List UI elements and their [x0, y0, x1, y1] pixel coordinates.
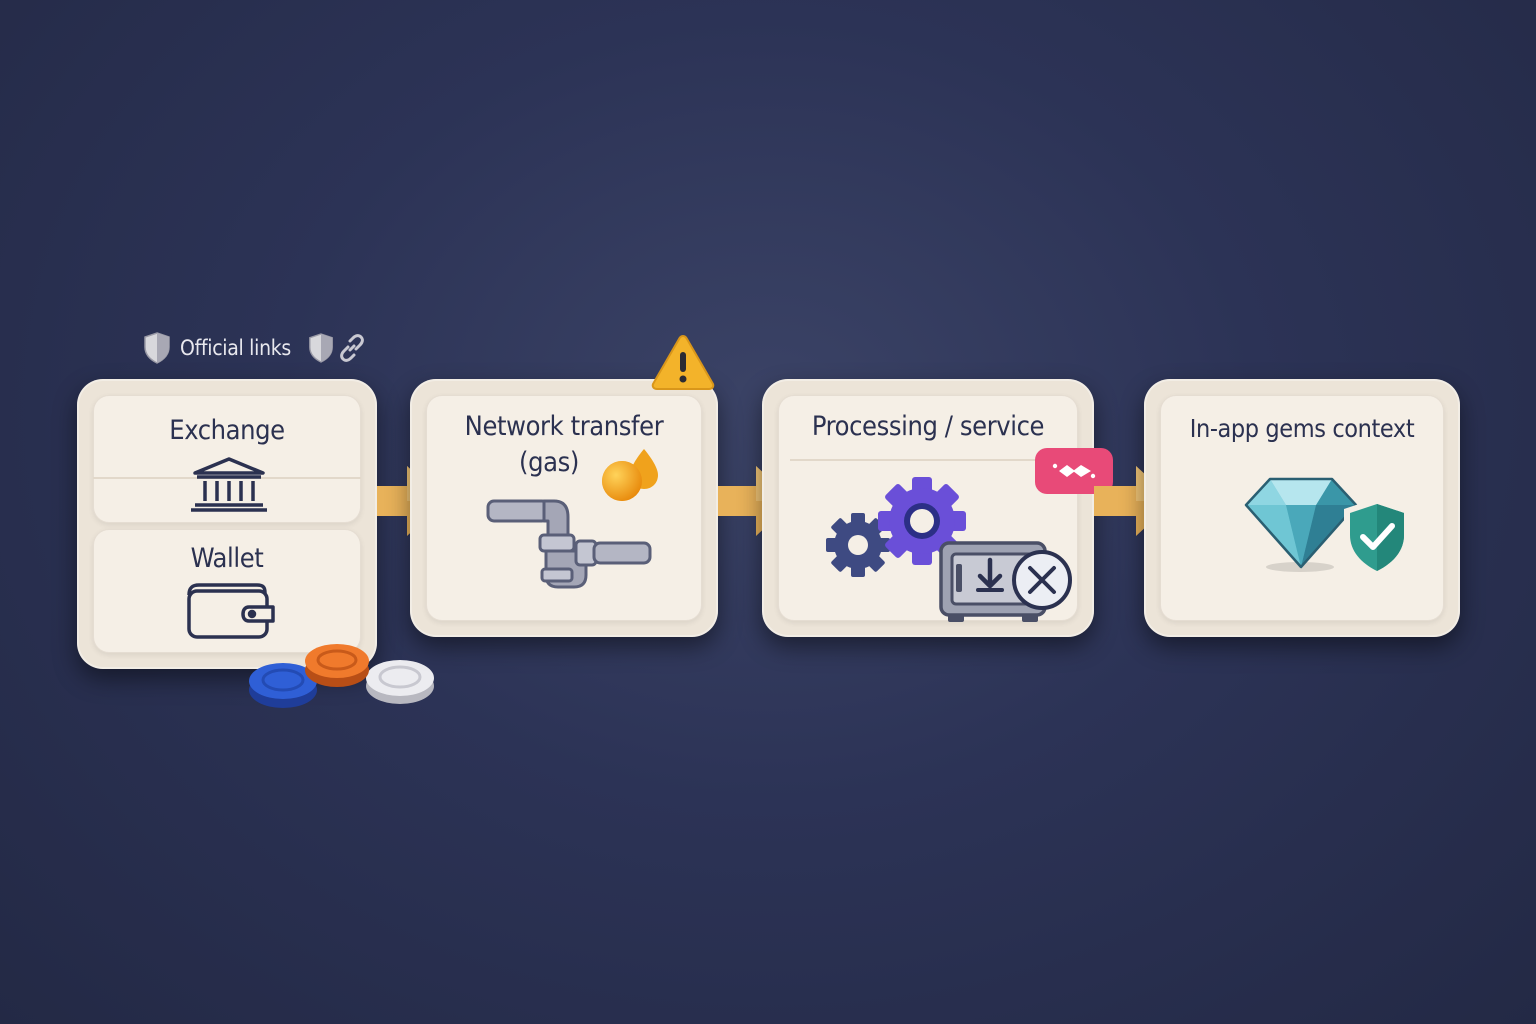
gem-icon: [1244, 477, 1358, 572]
exchange-title: Exchange: [169, 415, 285, 446]
gears-icon: [826, 477, 966, 577]
bank-icon: [191, 457, 267, 512]
wallet-icon: [187, 583, 275, 639]
pipe-icon: [486, 499, 652, 589]
network-transfer-panel: Network transfer (gas): [426, 395, 702, 621]
official-links-label: Official links: [180, 336, 291, 360]
coin-stack-icon: [249, 644, 434, 708]
cancel-icon: [1012, 550, 1072, 610]
network-transfer-title-line2: (gas): [519, 447, 579, 478]
wallet-title: Wallet: [190, 543, 264, 574]
pink-tag-icon: [1035, 448, 1113, 494]
shield-icon: [309, 333, 333, 363]
shield-icon: [144, 332, 170, 364]
wallet-section[interactable]: Wallet: [93, 529, 361, 653]
official-links-note: Official links: [142, 328, 367, 368]
shield-check-icon: [1344, 498, 1410, 578]
network-transfer-title-line1: Network transfer: [464, 411, 664, 442]
card-network-transfer[interactable]: Network transfer (gas): [410, 379, 718, 637]
processing-service-title: Processing / service: [811, 411, 1045, 442]
in-app-gems-panel: In-app gems context: [1160, 395, 1444, 621]
fuel-drops-icon: [602, 449, 658, 501]
chain-link-icon[interactable]: [337, 333, 367, 363]
card-exchange-wallet[interactable]: Exchange Wallet: [77, 379, 377, 669]
in-app-gems-title: In-app gems context: [1189, 414, 1415, 443]
exchange-section[interactable]: Exchange: [93, 395, 361, 523]
processing-divider: [790, 459, 1066, 461]
warning-icon: [651, 334, 715, 390]
card-in-app-gems[interactable]: In-app gems context: [1144, 379, 1460, 637]
